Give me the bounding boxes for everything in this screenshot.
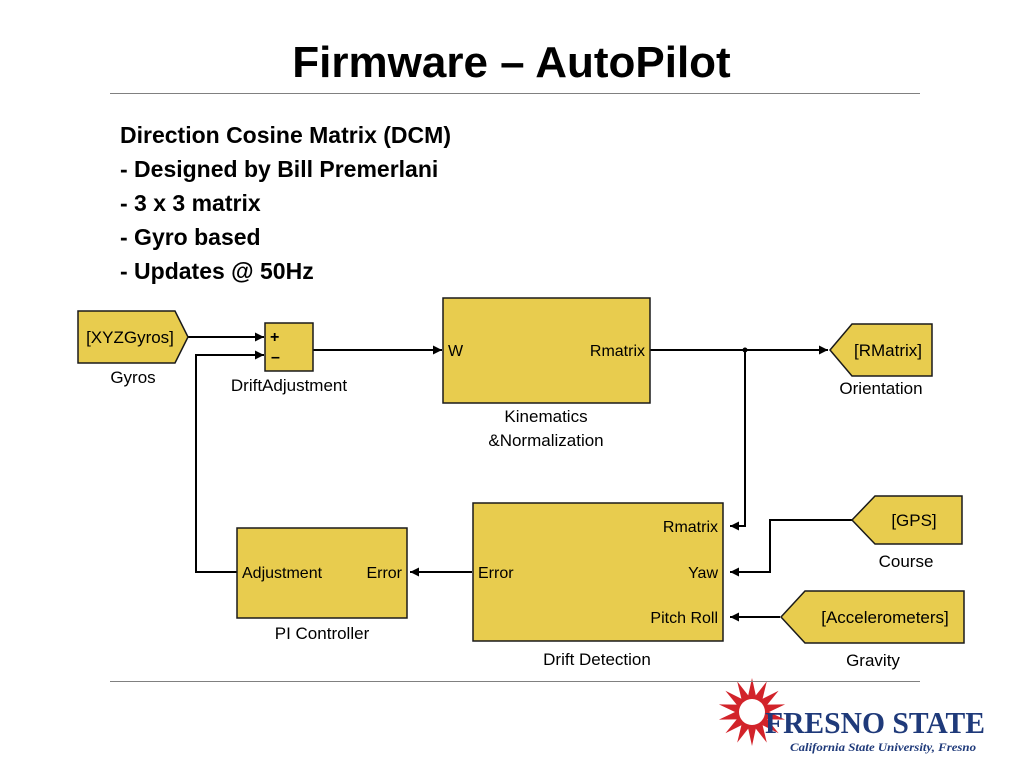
orientation-tag[interactable]: [RMatrix]	[829, 323, 933, 377]
gyros-tag[interactable]: [XYZGyros]	[77, 310, 189, 364]
kinematics-in-port: W	[448, 343, 464, 360]
bullet-list: Direction Cosine Matrix (DCM) - Designed…	[120, 118, 451, 288]
sun-burst-icon	[718, 678, 786, 746]
gps-caption: Course	[879, 552, 934, 571]
orientation-caption: Orientation	[839, 379, 922, 398]
drift-port-error: Error	[478, 565, 514, 582]
gyros-caption: Gyros	[110, 368, 155, 387]
pi-controller-caption: PI Controller	[275, 624, 370, 643]
top-divider	[110, 93, 920, 94]
signal-wires	[188, 332, 852, 622]
drift-detection-caption: Drift Detection	[543, 650, 651, 669]
orientation-tag-label: [RMatrix]	[854, 341, 922, 360]
slide-title: Firmware – AutoPilot	[292, 38, 731, 87]
bullet-item: - Designed by Bill Premerlani	[120, 156, 439, 182]
sum-minus-sign: –	[271, 349, 280, 366]
pi-port-adjustment: Adjustment	[242, 565, 323, 582]
sum-block[interactable]: + –	[264, 322, 314, 372]
kinematics-caption-line1: Kinematics	[504, 407, 587, 426]
logo-name: FRESNO STATE	[765, 705, 985, 740]
wire-rmatrix-branch	[730, 350, 746, 531]
kinematics-out-port: Rmatrix	[590, 343, 645, 360]
accelerometers-tag[interactable]: [Accelerometers]	[779, 590, 965, 644]
bullet-item: - 3 x 3 matrix	[120, 190, 261, 216]
bullet-heading: Direction Cosine Matrix (DCM)	[120, 122, 451, 148]
gyros-tag-label: [XYZGyros]	[86, 328, 174, 347]
fresno-state-logo: FRESNO STATE California State University…	[718, 678, 985, 754]
kinematics-caption-line2: &Normalization	[488, 431, 603, 450]
bullet-item: - Updates @ 50Hz	[120, 258, 314, 284]
accelerometers-caption: Gravity	[846, 651, 900, 670]
drift-port-yaw: Yaw	[688, 565, 718, 582]
gps-tag[interactable]: [GPS]	[850, 495, 963, 545]
pi-port-error: Error	[366, 565, 402, 582]
kinematics-block[interactable]: W Rmatrix	[442, 297, 651, 404]
gps-tag-label: [GPS]	[891, 511, 936, 530]
wire-adjustment-feedback	[195, 350, 264, 573]
branch-junction	[742, 347, 748, 353]
drift-port-rmatrix: Rmatrix	[663, 519, 718, 536]
drift-detection-block[interactable]: Rmatrix Yaw Pitch Roll Error	[472, 502, 724, 642]
drift-port-pitchroll: Pitch Roll	[650, 610, 718, 627]
accelerometers-tag-label: [Accelerometers]	[821, 608, 949, 627]
sum-plus-sign: +	[270, 329, 279, 346]
sum-caption: DriftAdjustment	[231, 376, 347, 395]
bullet-item: - Gyro based	[120, 224, 261, 250]
pi-controller-block[interactable]: Adjustment Error	[236, 527, 408, 619]
logo-tagline: California State University, Fresno	[790, 740, 976, 754]
wire-gps-to-yaw	[730, 519, 852, 577]
bottom-divider	[110, 681, 920, 682]
